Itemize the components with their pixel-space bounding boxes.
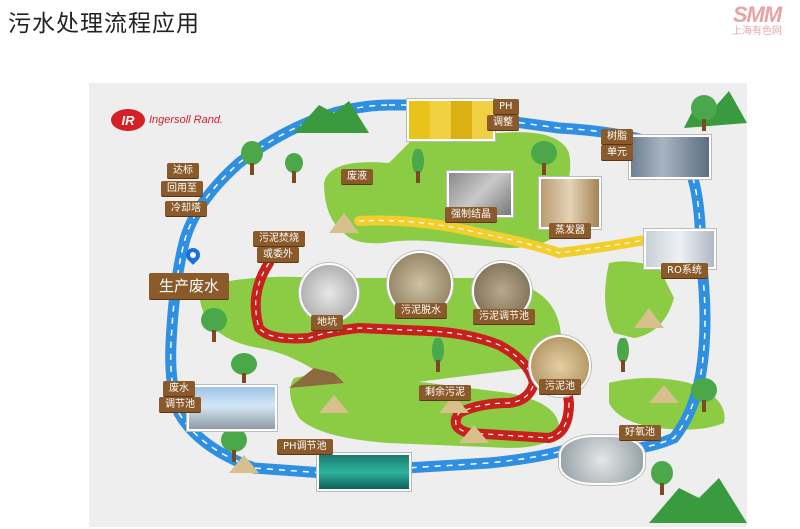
sign-pit: 地坑 [311, 315, 343, 330]
tent-icon [459, 425, 489, 443]
tent-icon [329, 213, 359, 233]
sign-evaporator: 蒸发器 [549, 223, 591, 238]
yellow-road-centerline [358, 219, 670, 254]
evaporator-photo [539, 177, 601, 229]
sign-meet-standard: 达标 [167, 163, 199, 178]
sign-reuse-to: 回用至 [161, 181, 203, 196]
sign-ph-equalization-tank: PH调节池 [277, 439, 333, 454]
tree-icon [691, 95, 717, 131]
ingersoll-rand-logo: IR Ingersoll Rand. [111, 109, 223, 131]
tree-icon [412, 149, 424, 183]
tree-icon [201, 308, 227, 342]
sign-sludge-tank: 污泥池 [539, 379, 581, 394]
sign-excess-sludge: 剩余污泥 [419, 385, 471, 400]
rock-formation [289, 368, 344, 388]
smm-watermark: SMM 上海有色网 [732, 4, 782, 38]
ro-system-photo [644, 229, 716, 269]
sign-waste-liquid: 废液 [341, 169, 373, 184]
sign-unit: 单元 [601, 145, 633, 160]
ph-equalization-tank-photo [317, 453, 411, 491]
ir-logo-icon: IR [111, 109, 145, 131]
tree-icon [432, 338, 444, 372]
smm-logo-subtext: 上海有色网 [732, 26, 782, 37]
sign-sludge-dewatering: 污泥脱水 [395, 303, 447, 318]
sign-forced-crystallization: 强制结晶 [445, 207, 497, 222]
process-map-panel: IR Ingersoll Rand. PH 调整 树脂 单元 达标 回用至 冷却… [89, 83, 747, 527]
tree-icon [617, 338, 629, 372]
smm-logo-text: SMM [732, 2, 782, 27]
tree-icon [221, 428, 247, 462]
tent-icon [634, 308, 664, 328]
sign-wastewater: 废水 [163, 381, 195, 396]
pit-photo [299, 263, 359, 323]
tree-icon [651, 461, 673, 495]
page-title: 污水处理流程应用 [8, 11, 200, 37]
sign-cooling-tower: 冷却塔 [165, 201, 207, 216]
tree-icon [691, 378, 717, 412]
resin-unit-photo [629, 135, 711, 179]
tent-icon [319, 395, 349, 413]
sign-production-wastewater: 生产废水 [149, 273, 230, 299]
sign-resin: 树脂 [601, 129, 633, 144]
tent-icon [649, 385, 679, 403]
mountain-bottom-right [649, 478, 747, 523]
sign-aerobic-tank: 好氧池 [619, 425, 661, 440]
tent-icon [439, 395, 469, 413]
ph-adjust-tank-photo [407, 99, 495, 141]
tree-icon [531, 141, 557, 175]
aerobic-tank-photo [559, 435, 645, 485]
sign-sludge-conditioning-tank: 污泥调节池 [473, 309, 535, 324]
tent-icon [229, 455, 259, 473]
sign-or-outsourced: 或委外 [257, 247, 299, 262]
tree-icon [285, 153, 303, 183]
sign-ph: PH [493, 99, 519, 114]
sign-equalization-tank: 调节池 [159, 397, 201, 412]
mountain-top-left [294, 101, 369, 133]
sign-sludge-incineration: 污泥焚烧 [253, 231, 305, 246]
tree-icon [241, 141, 263, 175]
grass-island-lower [290, 373, 559, 448]
logo-text: Ingersoll Rand. [149, 114, 223, 126]
tree-icon [231, 353, 257, 383]
sign-adjust: 调整 [487, 115, 519, 130]
sign-ro-system: RO系统 [661, 263, 708, 278]
